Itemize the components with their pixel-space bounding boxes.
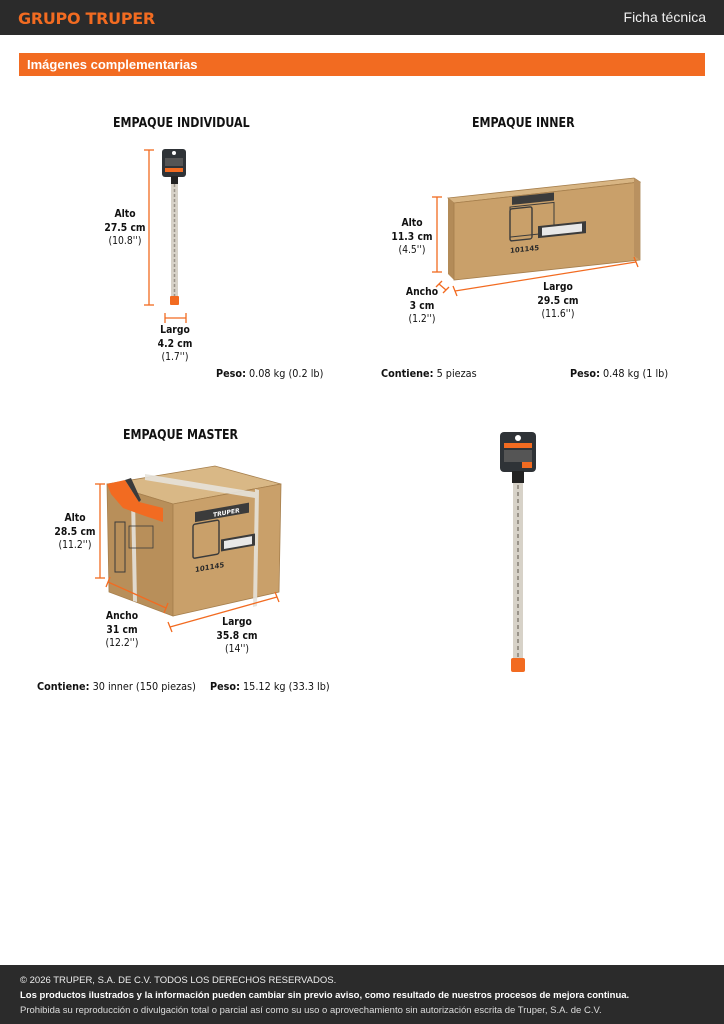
individual-largo-label: Largo 4.2 cm (1.7'') <box>157 324 193 363</box>
product-image <box>500 432 536 672</box>
inner-box-image: 101145 <box>447 177 642 281</box>
section-header: Imágenes complementarias <box>19 53 705 76</box>
page-title: Ficha técnica <box>623 9 706 25</box>
master-ancho-label: Ancho 31 cm (12.2'') <box>105 610 139 649</box>
master-weight: Peso: 15.12 kg (33.3 lb) <box>210 680 330 693</box>
footer-copyright: © 2026 TRUPER, S.A. DE C.V. TODOS LOS DE… <box>20 975 337 986</box>
inner-alto-label: Alto 11.3 cm (4.5'') <box>391 217 433 256</box>
inner-title: EMPAQUE INNER <box>472 116 575 131</box>
inner-largo-label: Largo 29.5 cm (11.6'') <box>537 281 579 320</box>
individual-weight: Peso: 0.08 kg (0.2 lb) <box>216 367 324 380</box>
inner-ancho-label: Ancho 3 cm (1.2'') <box>405 286 439 325</box>
master-largo-label: Largo 35.8 cm (14'') <box>216 616 258 655</box>
master-title: EMPAQUE MASTER <box>123 428 239 443</box>
footer-legal: Prohibida su reproducción o divulgación … <box>20 1005 602 1016</box>
individual-product-image <box>162 149 186 305</box>
section-title: Imágenes complementarias <box>27 57 198 72</box>
individual-dimension-lines <box>144 149 187 323</box>
master-box-brand: TRUPER <box>213 507 240 519</box>
master-box-image: TRUPER 101145 <box>106 465 282 617</box>
master-dimension-lines <box>95 483 280 633</box>
individual-title: EMPAQUE INDIVIDUAL <box>113 116 250 131</box>
footer: © 2026 TRUPER, S.A. DE C.V. TODOS LOS DE… <box>0 965 724 1024</box>
inner-contents: Contiene: 5 piezas <box>381 367 477 380</box>
inner-dimension-lines <box>432 196 639 297</box>
brand-logo: GRUPO TRUPER <box>18 9 155 28</box>
master-contents: Contiene: 30 inner (150 piezas) <box>37 680 196 693</box>
individual-alto-label: Alto 27.5 cm (10.8'') <box>104 208 146 247</box>
master-alto-label: Alto 28.5 cm (11.2'') <box>54 512 96 551</box>
footer-disclaimer: Los productos ilustrados y la informació… <box>20 990 630 1001</box>
inner-box-code: 101145 <box>510 243 539 255</box>
inner-weight: Peso: 0.48 kg (1 lb) <box>570 367 669 380</box>
top-bar: GRUPO TRUPER Ficha técnica <box>0 0 724 35</box>
